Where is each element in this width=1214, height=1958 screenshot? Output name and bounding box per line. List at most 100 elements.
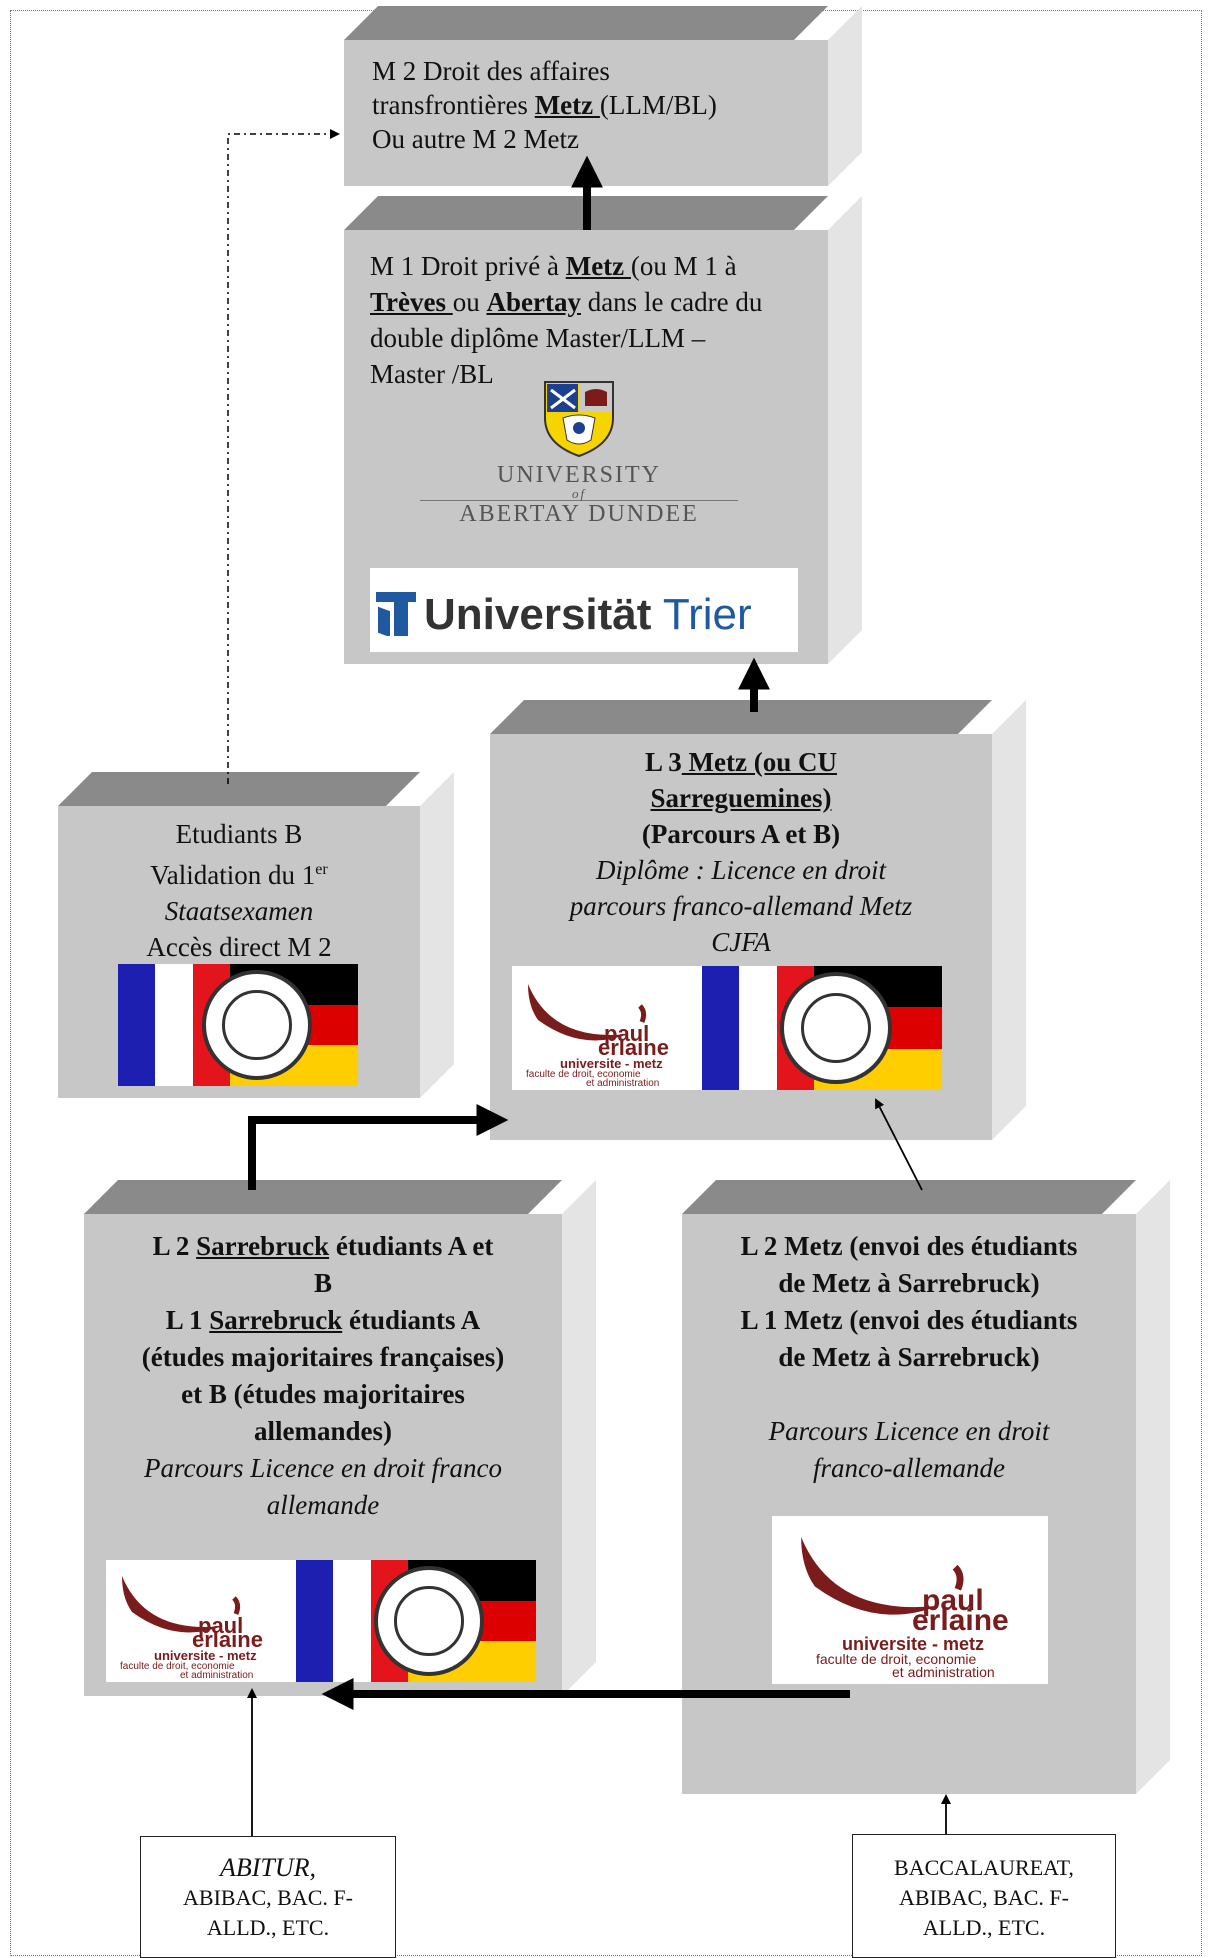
m1-line3: double diplôme Master/LLM – [370,323,706,353]
pv-swoosh-icon [122,1576,241,1633]
cjfa-seal-icon [374,1566,484,1676]
l2-metz-line5: Parcours Licence en droit [768,1416,1050,1446]
students-b-box-top [58,772,420,806]
pv-word-paul: paul [922,1584,984,1617]
pv-word-erlaine: erlaine [912,1604,1009,1637]
abertay-crest-icon [544,381,614,458]
m1-line1-post: (ou M 1 à [630,251,737,281]
entry-bac-line3: ALLD., ETC. [922,1915,1046,1940]
pv-word-fac: faculte de droit, economie [120,1661,235,1672]
pv-word-univ: universite - metz [154,1648,257,1663]
l2-saar-line3-pre: L 1 [165,1305,210,1335]
l2-metz-box-side [1136,1180,1170,1794]
l3-box-top [490,700,992,734]
m2-line2-post: (LLM/BL) [599,90,717,120]
pv-word-univ: universite - metz [560,1056,663,1071]
entry-abitur-box: ABITUR, ABIBAC, BAC. F- ALLD., ETC. [140,1836,396,1958]
pv-swoosh-icon [528,984,647,1041]
entry-abitur-line1: ABITUR, [219,1853,317,1882]
m1-city-abertay: Abertay [486,287,581,317]
l2-metz-line6: franco-allemande [813,1453,1005,1483]
pv-word-admin: et administration [180,1670,254,1681]
m1-city-treves: Trèves [370,287,453,317]
students-b-line3: Staatsexamen [164,896,314,926]
l3-line3: (Parcours A et B) [641,819,841,849]
m2-line1: M 2 Droit des affaires [372,56,610,86]
trier-universitat: Universität [424,590,652,639]
m2-line3: Ou autre M 2 Metz [372,124,579,154]
l2-metz-line4: de Metz à Sarrebruck) [778,1342,1040,1372]
l2-saar-line1-city: Sarrebruck [196,1231,330,1261]
l3-line1-pre: L 3 [645,747,682,777]
l3-line5: parcours franco-allemand Metz [569,891,913,921]
entry-bac-box: BACCALAUREAT, ABIBAC, BAC. F- ALLD., ETC… [852,1834,1116,1958]
trier-logo: Universität Trier [370,568,798,652]
students-b-text: Etudiants B Validation du 1er Staatsexam… [58,816,420,965]
m2-box: M 2 Droit des affaires transfrontières M… [344,6,862,186]
pv-word-admin: et administration [892,1664,995,1680]
pv-word-univ: universite - metz [842,1634,985,1654]
pv-logo: paul erlaine universite - metz faculte d… [512,966,702,1090]
m1-line1-pre: M 1 Droit privé à [370,251,566,281]
l2-saar-logo-strip: paul erlaine universite - metz faculte d… [106,1560,536,1682]
abertay-logo: UNIVERSITY of ABERTAY DUNDEE [414,378,744,528]
l2-saar-line5: et B (études majoritaires [181,1379,465,1409]
l3-line1-city: Metz (ou CU [681,747,837,777]
m1-box-top [344,196,828,230]
l2-metz-line1: L 2 Metz (envoi des étudiants [740,1231,1078,1261]
pv-word-fac: faculte de droit, economie [816,1651,977,1667]
l3-logo-strip: paul erlaine universite - metz faculte d… [512,966,942,1090]
l2-saar-text: L 2 Sarrebruck étudiants A et B L 1 Sarr… [84,1228,562,1524]
l3-box: L 3 Metz (ou CU Sarreguemines) (Parcours… [490,700,1026,1140]
m2-text: M 2 Droit des affaires transfrontières M… [372,54,822,156]
m1-box: M 1 Droit privé à Metz (ou M 1 à Trèves … [344,196,862,664]
l2-saar-line1-post: étudiants A et [329,1231,494,1261]
abertay-of: of [571,486,587,501]
students-b-box: Etudiants B Validation du 1er Staatsexam… [58,772,454,1098]
entry-bac-line1: BACCALAUREAT, [894,1855,1074,1880]
l2-saar-line4: (études majoritaires françaises) [141,1342,505,1372]
trier-city: Trier [662,590,752,639]
l2-saar-line2: B [313,1268,332,1298]
l3-box-side [992,700,1026,1140]
l2-metz-box: L 2 Metz (envoi des étudiants de Metz à … [682,1180,1170,1794]
entry-bac-line2: ABIBAC, BAC. F- [899,1885,1069,1910]
l2-saar-line7: Parcours Licence en droit franco [144,1453,502,1483]
l3-line6: CJFA [711,927,771,957]
l2-saar-box-side [562,1180,596,1696]
m2-box-top [344,6,828,40]
pv-word-admin: et administration [586,1078,660,1089]
entry-abitur-line2: ABIBAC, BAC. F- [183,1885,353,1910]
entry-abitur-line3: ALLD., ETC. [206,1915,330,1940]
students-b-logo [118,964,358,1086]
pv-word-erlaine: erlaine [192,1627,263,1652]
pv-word-paul: paul [198,1613,244,1638]
m1-text: M 1 Droit privé à Metz (ou M 1 à Trèves … [370,248,830,392]
l2-metz-line2: de Metz à Sarrebruck) [778,1268,1040,1298]
l2-saar-line8: allemande [266,1490,380,1520]
pv-swoosh-icon [801,1537,964,1615]
cjfa-seal-icon [780,972,892,1084]
pv-word-paul: paul [604,1021,650,1046]
l2-saar-box-top [84,1180,562,1214]
l2-saar-line6: allemandes) [254,1416,392,1446]
students-b-box-side [420,772,454,1098]
abertay-dundee: ABERTAY DUNDEE [420,500,738,527]
l2-saar-line3-post: étudiants A [342,1305,481,1335]
pv-word-erlaine: erlaine [598,1035,669,1060]
m1-line2-mid: ou [452,287,487,317]
l2-metz-box-top [682,1180,1136,1214]
l2-metz-text: L 2 Metz (envoi des étudiants de Metz à … [682,1228,1136,1487]
trier-mark-icon [376,592,416,636]
pv-logo: paul erlaine universite - metz faculte d… [106,1560,296,1682]
l2-metz-line3: L 1 Metz (envoi des étudiants [740,1305,1078,1335]
students-b-sup: er [315,861,328,878]
m2-city: Metz [534,90,600,120]
students-b-line4: Accès direct M 2 [146,932,332,962]
students-b-line1: Etudiants B [175,819,303,849]
l2-metz-pv-logo: paul erlaine universite - metz faculte d… [772,1516,1048,1684]
m1-box-side [828,196,862,664]
m2-line2-pre: transfrontières [372,90,535,120]
cjfa-seal-icon [202,970,312,1080]
students-b-line2: Validation du 1 [150,860,316,890]
